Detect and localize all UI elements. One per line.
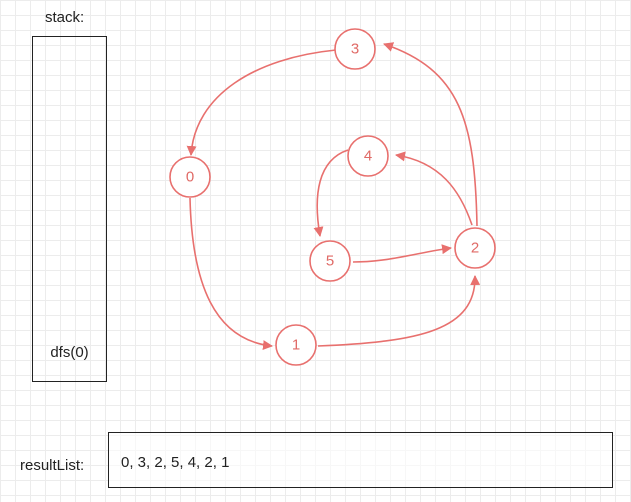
node-label-1: 1 [292,337,300,354]
node-label-4: 4 [364,148,372,165]
edge-5-to-2 [352,244,452,263]
edge-0-to-1 [189,197,273,351]
node-circle-5 [309,240,351,282]
node-0: 0 [169,156,211,198]
node-1: 1 [275,324,317,366]
edge-1-to-2 [317,275,481,347]
node-circle-3 [334,28,376,70]
edge-3-to-0 [186,49,337,156]
edge-2-to-4 [395,151,473,226]
stack-box: dfs(0) [32,36,107,382]
node-label-0: 0 [186,169,194,186]
graph-nodes: 0 1 2 3 4 5 [169,28,496,366]
node-label-5: 5 [326,253,334,270]
result-list-value: 0, 3, 2, 5, 4, 2, 1 [121,454,230,471]
node-2: 2 [454,227,496,269]
node-5: 5 [309,240,351,282]
stack-item: dfs(0) [50,344,89,361]
graph-edges [186,42,481,351]
node-3: 3 [334,28,376,70]
result-list-box: 0, 3, 2, 5, 4, 2, 1 [108,432,613,488]
edge-2-to-3 [383,42,478,227]
node-label-3: 3 [351,41,359,58]
node-circle-1 [275,324,317,366]
node-circle-2 [454,227,496,269]
node-circle-4 [347,135,389,177]
result-list-label: resultList: [20,457,85,474]
stack-label: stack: [45,9,85,26]
node-circle-0 [169,156,211,198]
edge-4-to-5 [313,149,349,237]
node-label-2: 2 [471,240,479,257]
node-4: 4 [347,135,389,177]
